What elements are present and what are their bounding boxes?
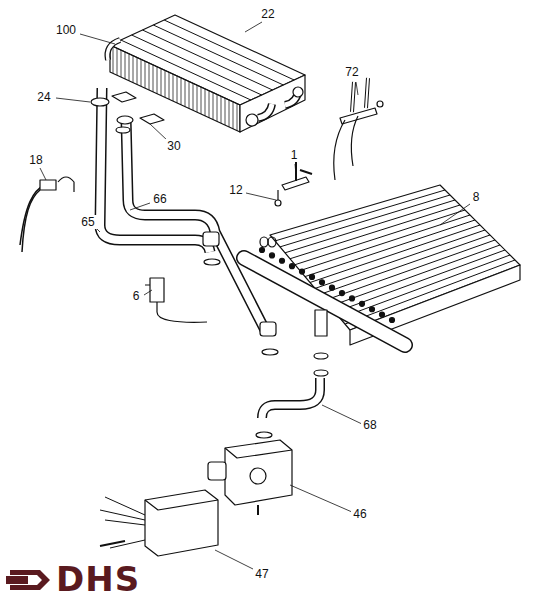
callout-number: 46 [351,507,368,521]
repeat-stroke [295,210,465,265]
burner-jet [280,258,285,263]
callout-number: 6 [131,289,142,303]
callout-number: 1 [289,148,300,162]
burner-jet [340,291,345,296]
repeat-stroke [164,20,294,80]
callout-number: 8 [471,190,482,204]
repeat-stroke [310,225,480,283]
repeat-stroke [275,190,445,241]
callout-number: 100 [54,23,78,37]
repeat-stroke [300,215,470,271]
brand-logo: DHS [54,561,142,597]
callout-number: 65 [79,215,96,229]
burner-jet [260,248,265,253]
callout-number: 18 [27,153,44,167]
repeat-stroke [280,195,450,247]
repeat-stroke [153,25,283,85]
burner-jet [370,307,375,312]
burner-jet [290,264,295,269]
repeat-stroke [290,205,460,259]
burner-jet [300,269,305,274]
burner-jet [310,274,315,279]
callout-number: 24 [35,90,52,104]
callout-number: 22 [259,7,276,21]
burner-jet [270,253,275,258]
callout-number: 66 [151,192,168,206]
repeat-stroke [345,260,515,324]
repeat-stroke [285,200,455,253]
leader-lines [40,22,470,570]
callout-number: 72 [343,65,360,79]
callout-number: 12 [227,183,244,197]
burner-jet [330,285,335,290]
callout-number: 47 [253,567,270,581]
repeat-stroke [132,35,262,95]
burner-jet [390,318,395,323]
callout-number: 68 [361,418,378,432]
repeat-stroke [305,220,475,277]
repeat-stroke [340,255,510,318]
burner-jet [360,301,365,306]
repeat-stroke [335,250,505,312]
exchanger-fins [110,45,240,132]
burner-jet [320,280,325,285]
burner-jet [380,312,385,317]
callout-number: 30 [165,139,182,153]
burner-jet [350,296,355,301]
repeat-stroke [143,30,273,90]
repeat-stroke [121,40,251,100]
